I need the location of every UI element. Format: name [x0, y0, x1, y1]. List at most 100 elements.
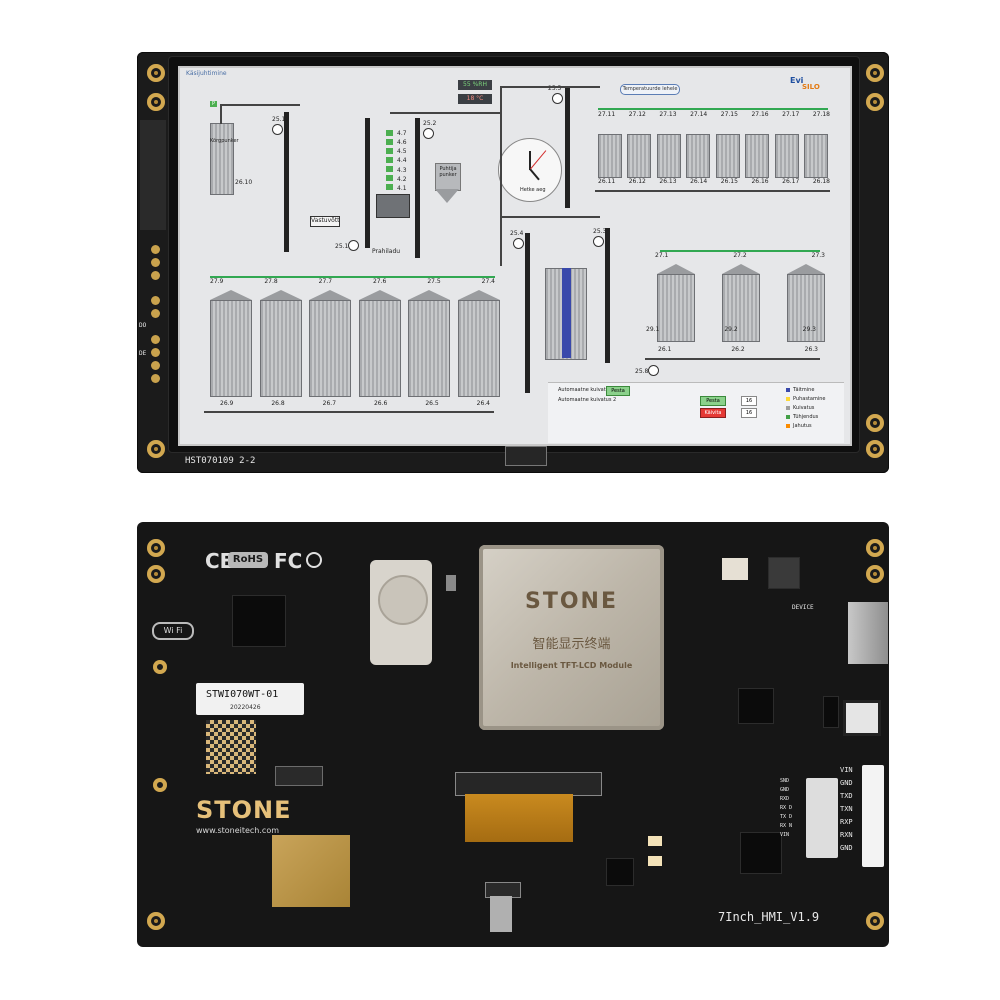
sensor-value: 25.4 [510, 230, 524, 237]
silo-value: 26.17 [782, 178, 800, 185]
chip-en-text: Intelligent TFT-LCD Module [510, 661, 633, 670]
ladder-value: 4.7 [397, 130, 407, 137]
model-sticker: STWI070WT-01 20220426 [196, 683, 304, 715]
silo-value: 27.11 [598, 111, 616, 118]
solder-pad [151, 271, 160, 280]
temperature-page-button[interactable]: Temperatuurde lehele [620, 84, 680, 95]
silo-value: 26.7 [322, 400, 337, 407]
right-value-row: 27.1 27.2 27.3 [655, 252, 825, 259]
pin-label: RXP [840, 818, 853, 826]
silo [598, 134, 622, 178]
level-ladder-values: 4.7 4.6 4.5 4.4 4.3 4.2 4.1 [397, 130, 407, 192]
silo-value: 29.1 [646, 326, 660, 333]
side-label-do: DO [139, 322, 147, 329]
sensor-icon [552, 93, 563, 104]
level-step [386, 157, 393, 163]
right-bottom-value-row: 26.1 26.2 26.3 [658, 346, 818, 353]
touch-ribbon [490, 896, 512, 932]
pesta-button[interactable]: Pesta [606, 386, 630, 396]
silo-value: 27.12 [628, 111, 646, 118]
lcd-connector [455, 772, 602, 796]
evisilo-logo-top: Evi [790, 76, 804, 85]
legend-label: Jahutus [793, 423, 812, 429]
silo-value: 26.1 [658, 346, 672, 353]
silo-group [457, 290, 500, 400]
silo [722, 274, 760, 342]
sensor-value: 25.5 [548, 85, 562, 92]
sensor-icon [593, 236, 604, 247]
mounting-hole [147, 440, 165, 458]
legend-item: Puhastamine [786, 396, 825, 402]
chip-brand: STONE [525, 589, 618, 614]
silo-group [259, 290, 302, 400]
tall-silo [210, 123, 234, 195]
silo-value: 27.4 [481, 278, 495, 285]
fcc-mark: FC [274, 549, 303, 573]
silo [715, 134, 740, 178]
panel-value-input[interactable]: 16 [741, 408, 757, 418]
silo-value: 29.2 [724, 326, 738, 333]
silo-value: 26.15 [720, 178, 738, 185]
pesta-button-2[interactable]: Pesta [700, 396, 726, 406]
kaivita-button[interactable]: Käivita [700, 408, 726, 418]
ladder-value: 4.1 [397, 184, 407, 192]
pin-label: TXN [840, 805, 853, 813]
hmi-screen[interactable]: Käsijuhtimine 55 %RH 18 °C Temperatuurde… [178, 66, 852, 446]
level-step [386, 148, 393, 154]
dryer-unit [376, 194, 410, 218]
silo-group [210, 290, 252, 400]
prahiladu-label: Prahiladu [372, 248, 401, 255]
legend-label: Tühjendus [793, 414, 819, 420]
puhtija-label: Puhtija punker [439, 166, 457, 178]
temperature-readout: 18 °C [458, 94, 492, 104]
ladder-value: 4.6 [397, 139, 407, 147]
version-label: 7Inch_HMI_V1.9 [718, 910, 820, 924]
silo-roof [259, 290, 302, 300]
silo-value: 26.4 [476, 400, 490, 407]
legend-swatch [786, 406, 790, 410]
silo [457, 300, 500, 397]
sensor-icon [423, 128, 434, 139]
level-step [386, 130, 393, 136]
pin-label: VIN [840, 766, 853, 774]
clock-label: Hetke aeg [520, 187, 546, 193]
clock-hour-hand [529, 168, 540, 181]
level-step [386, 166, 393, 172]
silo-value: 27.8 [264, 278, 278, 285]
wifi-chip [232, 595, 286, 647]
silo-roof [787, 264, 825, 274]
silo-value: 27.16 [751, 111, 769, 118]
silo-value: 27.17 [782, 111, 800, 118]
silo-value: 27.6 [372, 278, 387, 285]
pipe [220, 104, 222, 124]
level-step [386, 139, 393, 145]
website-text: www.stoneitech.com [196, 826, 280, 835]
sensor-icon [348, 240, 359, 251]
panel-row-label: Automaatne kuivatus 1 [558, 387, 617, 393]
clock-minute-hand [529, 151, 531, 170]
silo-roof [457, 290, 500, 300]
small-fpc-connector [275, 766, 323, 786]
sensor-value: 25.1 [335, 243, 349, 250]
control-panel: Automaatne kuivatus 1 Automaatne kuivatu… [548, 382, 844, 443]
coin-cell [378, 575, 428, 625]
crystal [446, 575, 456, 591]
solder-pad [151, 309, 160, 318]
p-indicator: P [210, 101, 217, 107]
mounting-hole [147, 64, 165, 82]
mounting-hole [153, 778, 167, 792]
silo [686, 134, 711, 178]
sensor-icon [648, 365, 659, 376]
pipe [645, 358, 820, 360]
inductor [768, 557, 800, 589]
side-label-de: DE [139, 350, 147, 357]
inner-pin-labels: SND GND RXD RX D TX D RX N VIN [780, 778, 792, 838]
bottom-connector [505, 446, 547, 466]
date-code: 20220426 [230, 704, 261, 711]
panel-value-input[interactable]: 16 [741, 396, 757, 406]
inductor [606, 858, 634, 886]
silo-group [722, 264, 762, 344]
header-pin-labels: VIN GND TXD TXN RXP RXN GND [840, 766, 853, 852]
vastuvott-label: Vastuvõtt [311, 217, 340, 224]
side-connector [806, 778, 838, 858]
